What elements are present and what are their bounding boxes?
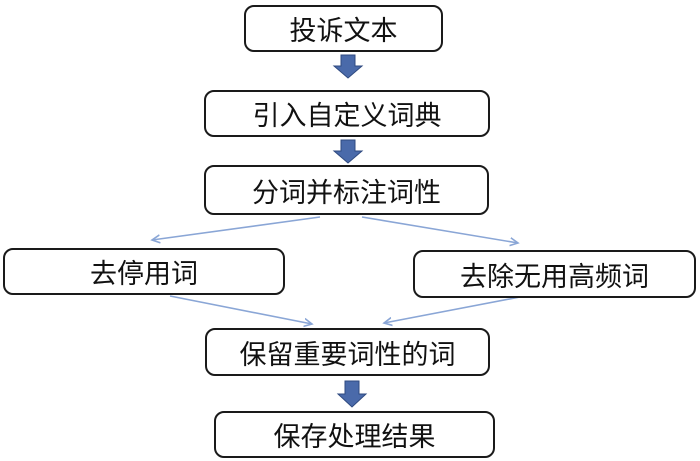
block-arrow-text-to-dictionary: [332, 54, 364, 79]
arrow-frequent-to-keep: [384, 295, 526, 323]
node-remove-stopwords: 去停用词: [3, 248, 285, 295]
node-label: 投诉文本: [289, 16, 398, 47]
block-arrow-dictionary-to-segment: [332, 139, 364, 164]
node-complaint-text: 投诉文本: [244, 5, 443, 52]
node-save-results: 保存处理结果: [214, 411, 495, 458]
arrow-segment-to-stopwords: [152, 216, 321, 240]
node-label: 保存处理结果: [273, 422, 436, 453]
node-label: 去除无用高频词: [460, 261, 649, 293]
node-remove-useless-frequent: 去除无用高频词: [413, 250, 696, 298]
node-label: 分词并标注词性: [252, 177, 441, 209]
block-arrow-keep-to-save: [336, 380, 368, 408]
node-label: 保留重要词性的词: [239, 339, 456, 371]
node-custom-dictionary: 引入自定义词典: [204, 90, 490, 137]
arrow-stopwords-to-keep: [169, 295, 312, 324]
arrow-segment-to-frequent: [361, 216, 518, 243]
node-keep-important-pos: 保留重要词性的词: [205, 328, 490, 376]
node-label: 去停用词: [90, 259, 198, 290]
node-segment-pos-tag: 分词并标注词性: [204, 165, 489, 215]
node-label: 引入自定义词典: [252, 101, 442, 132]
